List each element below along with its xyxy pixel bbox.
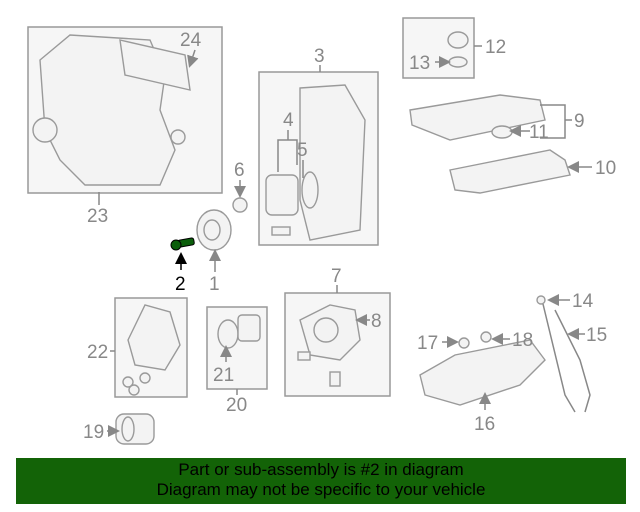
- callout-5[interactable]: 5: [297, 140, 308, 161]
- callout-3[interactable]: 3: [314, 46, 325, 67]
- seal-11-part[interactable]: [491, 125, 513, 139]
- engine-block-part[interactable]: [32, 34, 191, 186]
- callout-16[interactable]: 16: [474, 414, 495, 435]
- callout-13[interactable]: 13: [409, 53, 430, 74]
- callout-7[interactable]: 7: [331, 266, 342, 287]
- callout-12[interactable]: 12: [485, 37, 506, 58]
- notice-line-part: Part or sub-assembly is #2 in diagram: [178, 460, 464, 479]
- callout-10[interactable]: 10: [595, 158, 616, 179]
- callout-8[interactable]: 8: [371, 311, 382, 332]
- callout-4[interactable]: 4: [283, 110, 294, 131]
- callout-23[interactable]: 23: [87, 206, 108, 227]
- callout-9[interactable]: 9: [574, 111, 585, 132]
- callout-2-selected[interactable]: 2: [175, 274, 186, 295]
- callout-19[interactable]: 19: [83, 422, 104, 443]
- callout-22[interactable]: 22: [87, 342, 108, 363]
- dipstick-part[interactable]: [536, 295, 591, 413]
- notice-line-disclaimer: Diagram may not be specific to your vehi…: [156, 480, 486, 499]
- thermostat-housing-part[interactable]: [115, 413, 155, 445]
- callout-21[interactable]: 21: [213, 365, 234, 386]
- oil-pump-part[interactable]: [297, 304, 361, 387]
- timing-cover-part[interactable]: [265, 84, 366, 241]
- callout-18[interactable]: 18: [512, 330, 533, 351]
- oil-cap-part[interactable]: [447, 31, 469, 68]
- callout-24[interactable]: 24: [180, 30, 202, 51]
- callout-15[interactable]: 15: [586, 325, 607, 346]
- callout-11[interactable]: 11: [529, 122, 549, 143]
- callout-20[interactable]: 20: [226, 395, 247, 416]
- callout-1[interactable]: 1: [209, 274, 220, 295]
- notice-banner: Part or sub-assembly is #2 in diagram Di…: [16, 458, 626, 504]
- oil-pan-part[interactable]: [419, 331, 546, 406]
- seal-6-part[interactable]: [232, 197, 248, 213]
- valve-cover-part[interactable]: [409, 94, 546, 141]
- pulley-1-part[interactable]: [196, 209, 232, 251]
- bolt-2-part[interactable]: [170, 237, 195, 251]
- callout-17[interactable]: 17: [417, 333, 438, 354]
- callout-14[interactable]: 14: [572, 291, 594, 312]
- water-pump-part[interactable]: [122, 304, 181, 396]
- callout-6[interactable]: 6: [234, 160, 245, 181]
- oil-filter-part[interactable]: [217, 314, 261, 349]
- gasket-10-part[interactable]: [449, 149, 571, 194]
